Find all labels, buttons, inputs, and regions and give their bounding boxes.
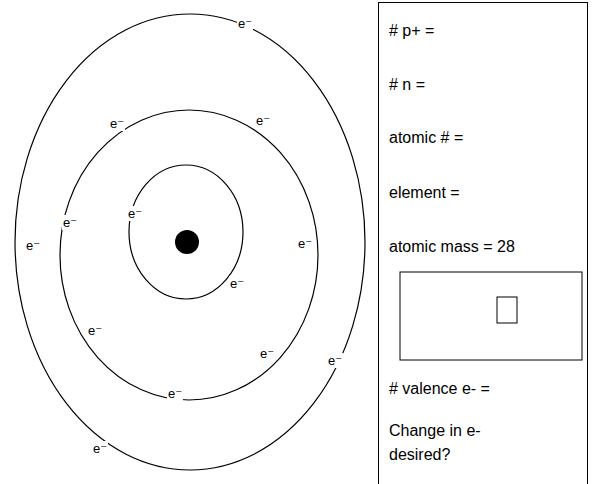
electron-label: e⁻	[255, 113, 271, 128]
worksheet-field: element =	[389, 181, 460, 205]
worksheet-field: atomic # =	[389, 126, 463, 150]
electron-label: e⁻	[229, 276, 245, 291]
middle-shell	[60, 110, 318, 400]
worksheet-field: # valence e- =	[389, 377, 490, 401]
electron-label: e⁻	[87, 323, 103, 338]
electron-label: e⁻	[237, 16, 253, 31]
info-panel: # p+ = # n = atomic # = element = atomic mas…	[378, 2, 588, 484]
outer-shell	[15, 14, 365, 470]
electron-label: e⁻	[127, 206, 143, 221]
electron-label: e⁻	[92, 441, 108, 456]
electron-label: e⁻	[327, 353, 343, 368]
electron-label: e⁻	[25, 238, 41, 253]
electron-label: e⁻	[109, 116, 125, 131]
electron-label: e⁻	[259, 346, 275, 361]
worksheet-field: # n =	[389, 73, 425, 97]
electron-label: e⁻	[167, 386, 183, 401]
nucleus	[175, 230, 199, 254]
worksheet-field: atomic mass = 28	[389, 235, 515, 259]
worksheet-field: # p+ =	[389, 19, 434, 43]
worksheet-field: Change in e- desired?	[389, 419, 489, 467]
electron-label: e⁻	[62, 215, 78, 230]
electron-label: e⁻	[297, 236, 313, 251]
symbol-square	[497, 297, 517, 323]
symbol-box	[400, 272, 582, 360]
inner-shell	[129, 165, 243, 299]
